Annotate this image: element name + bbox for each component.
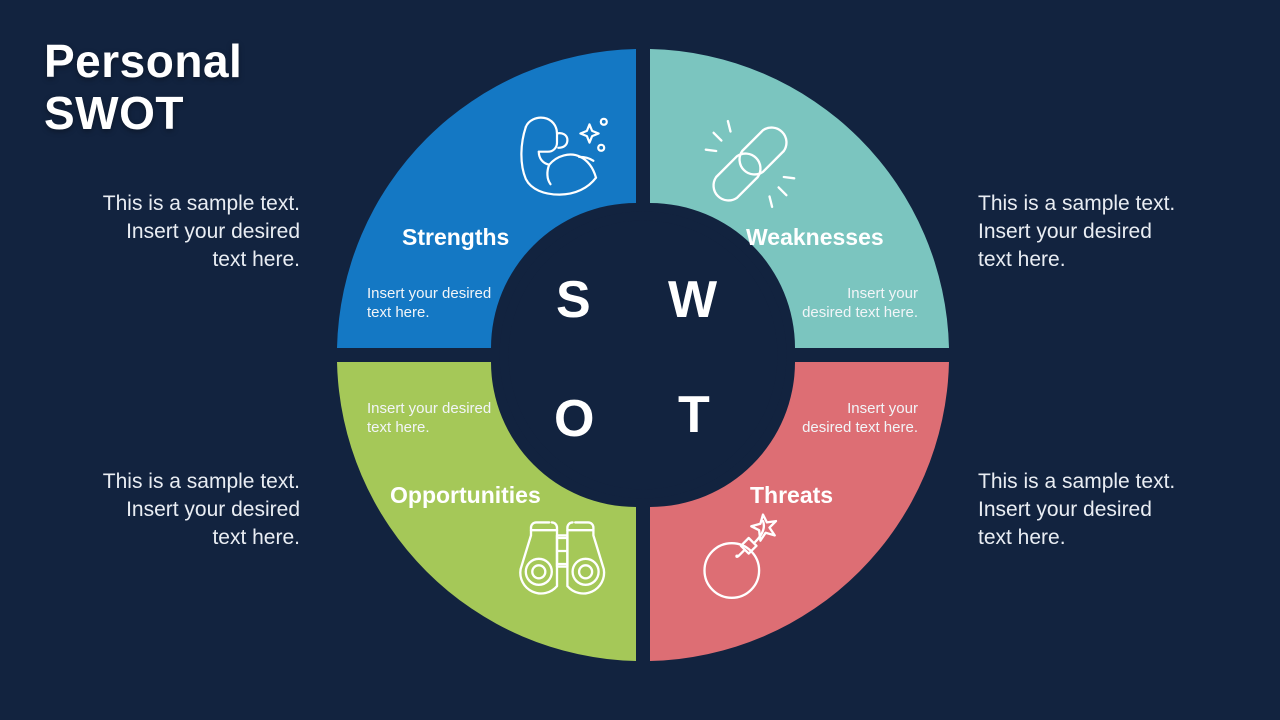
quadrant-heading-strengths: Strengths	[402, 224, 510, 250]
side-note-strengths: This is a sample text. Insert your desir…	[102, 192, 300, 271]
quadrant-shape-strengths[interactable]	[337, 49, 636, 348]
flexed-bicep-icon	[520, 116, 608, 196]
quadrant-body-weaknesses: Insert your desired text here.	[802, 285, 918, 322]
quadrant-shape-weaknesses[interactable]	[650, 49, 949, 348]
quadrant-heading-opportunities: Opportunities	[390, 482, 541, 508]
quadrant-letter-o: O	[554, 390, 595, 448]
side-note-weaknesses: This is a sample text. Insert your desir…	[978, 192, 1176, 271]
quadrant-body-strengths: Insert your desired text here.	[367, 285, 492, 322]
quadrant-letter-t: T	[678, 386, 710, 444]
quadrant-shape-opportunities[interactable]	[337, 362, 636, 661]
quadrant-shape-threats[interactable]	[650, 362, 949, 661]
quadrant-heading-weaknesses: Weaknesses	[746, 224, 884, 250]
quadrant-body-opportunities: Insert your desired text here.	[367, 400, 492, 437]
page-title: Personal SWOT	[44, 35, 243, 139]
side-note-opportunities: This is a sample text. Insert your desir…	[102, 470, 300, 549]
swot-wheel	[330, 42, 956, 668]
quadrant-heading-threats: Threats	[750, 482, 834, 508]
side-note-threats: This is a sample text. Insert your desir…	[978, 470, 1176, 549]
quadrant-letter-s: S	[556, 271, 591, 329]
broken-chain-icon	[704, 119, 796, 209]
binoculars-icon	[519, 521, 606, 595]
quadrant-body-threats: Insert your desired text here.	[802, 400, 918, 437]
bomb-icon	[703, 513, 778, 599]
inner-ring	[499, 211, 787, 499]
quadrant-letter-w: W	[668, 271, 718, 329]
